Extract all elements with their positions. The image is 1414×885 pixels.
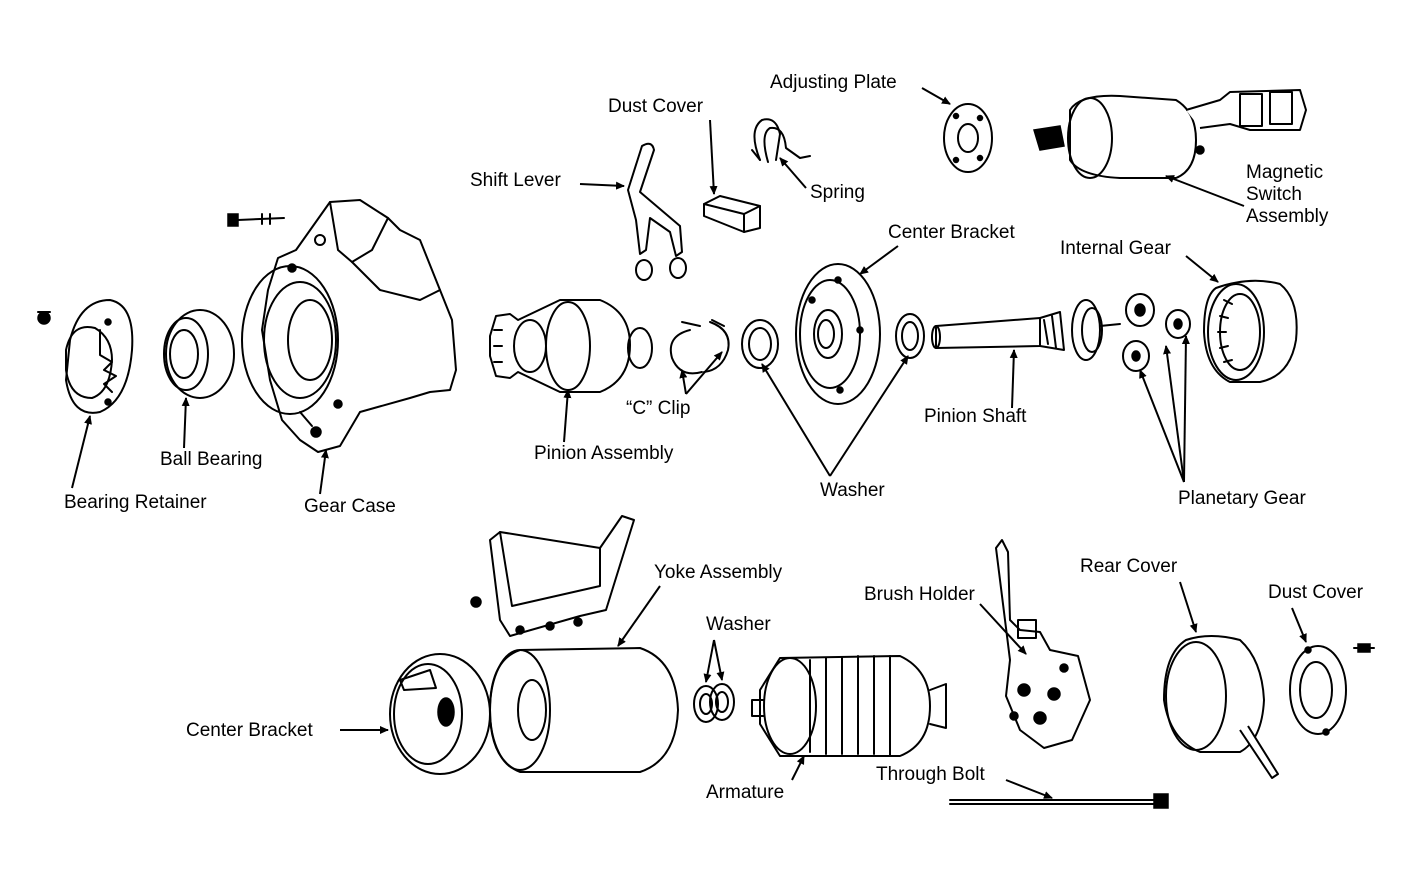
label-bearing-retainer: Bearing Retainer [64,492,207,513]
shift-lever-part [627,142,687,281]
internal-gear-part [1203,279,1298,383]
label-rear-cover: Rear Cover [1080,556,1178,577]
label-gear-case: Gear Case [304,496,396,517]
yoke-bracket-part [489,515,635,637]
label-pinion-shaft: Pinion Shaft [924,406,1027,427]
label-washer-top: Washer [820,480,885,501]
label-center-bracket-top: Center Bracket [888,222,1015,243]
label-washer-bottom: Washer [706,614,771,635]
label-internal-gear: Internal Gear [1060,238,1171,259]
label-dust-cover-top: Dust Cover [608,96,704,117]
gear-case-part [241,199,457,453]
washer-top-left-part [741,319,779,369]
center-bracket-bottom-part [389,653,491,775]
magnetic-switch-part [1033,89,1307,179]
washer-top-right-part [895,313,925,359]
pinion-shaft-part [931,299,1121,361]
label-through-bolt: Through Bolt [876,764,985,785]
pinion-assembly-part [489,299,653,393]
brush-holder-part [995,539,1091,749]
label-c-clip: “C” Clip [626,398,691,419]
through-bolt-part [949,793,1169,809]
screw-left [37,311,51,325]
rear-cover-part [1163,635,1279,779]
yoke-assembly-part [489,647,679,773]
label-brush-holder: Brush Holder [864,584,975,605]
washers-bottom-part [693,683,735,723]
planetary-gears-part [1122,293,1191,372]
dust-cover-top-part [703,195,761,233]
c-clip-part [669,319,730,375]
center-bracket-top-part [795,263,881,405]
label-spring: Spring [810,182,865,203]
label-adjusting-plate: Adjusting Plate [770,72,897,93]
label-pinion-assembly: Pinion Assembly [534,443,674,464]
label-center-bracket-bottom: Center Bracket [186,720,313,741]
leader-lines [71,87,1307,799]
small-nut [470,596,482,608]
adjusting-plate-part [943,103,993,173]
label-magnetic-switch-line1: Magnetic [1246,162,1324,183]
label-dust-cover-bottom: Dust Cover [1268,582,1364,603]
spring-part [751,118,811,163]
screw-right [1353,643,1375,653]
label-ball-bearing: Ball Bearing [160,449,263,470]
label-yoke-assembly: Yoke Assembly [654,562,783,583]
ball-bearing-part [163,309,235,399]
label-planetary-gear: Planetary Gear [1178,488,1306,509]
dust-cover-bottom-part [1289,645,1347,736]
armature-part [751,655,947,757]
label-shift-lever: Shift Lever [470,170,561,191]
label-armature: Armature [706,782,785,803]
bearing-retainer-part [65,299,134,414]
label-magnetic-switch-line2: Switch [1246,184,1302,205]
label-magnetic-switch-line3: Assembly [1246,206,1329,227]
bolt-top [227,213,285,227]
